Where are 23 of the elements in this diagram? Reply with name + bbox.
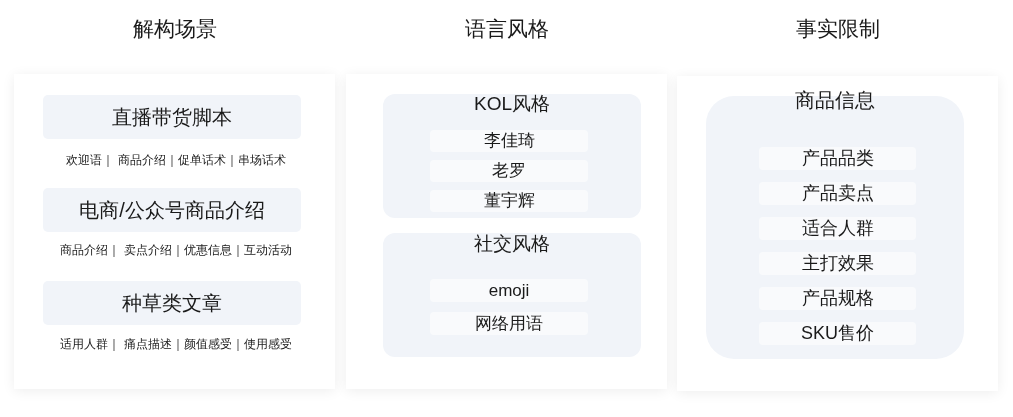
group-title: 社交风格 <box>474 233 550 255</box>
tag-text: 适合人群 <box>801 218 874 239</box>
group-title: 商品信息 <box>795 89 875 112</box>
section-heading: 事实限制 <box>795 17 880 42</box>
tag-text: 老罗 <box>492 161 526 181</box>
tag-text: 产品规格 <box>801 288 874 309</box>
tag-text: 董宇辉 <box>483 191 535 211</box>
box-title: 直播带货脚本 <box>112 105 232 129</box>
box-title: 电商/公众号商品介绍 <box>79 198 265 222</box>
tag-text: 产品卖点 <box>801 183 874 204</box>
subtopic-list: 商品介绍｜ 卖点介绍｜优惠信息｜互动活动 <box>60 242 292 258</box>
tag-text: 网络用语 <box>475 313 543 334</box>
tag-text: SKU售价 <box>801 323 874 344</box>
tag-text: 产品品类 <box>801 148 874 169</box>
tag-text: emoji <box>488 280 530 301</box>
subtopic-list: 适用人群｜ 痛点描述｜颜值感受｜使用感受 <box>60 336 292 352</box>
box-title: 种草类文章 <box>122 291 222 315</box>
subtopic-list: 欢迎语｜ 商品介绍｜促单话术｜串场话术 <box>66 152 286 168</box>
section-heading: 语言风格 <box>464 17 549 42</box>
section-heading: 解构场景 <box>132 17 217 42</box>
tag-text: 主打效果 <box>801 253 874 274</box>
tag-text: 李佳琦 <box>483 131 535 151</box>
group-title: KOL风格 <box>474 93 550 115</box>
